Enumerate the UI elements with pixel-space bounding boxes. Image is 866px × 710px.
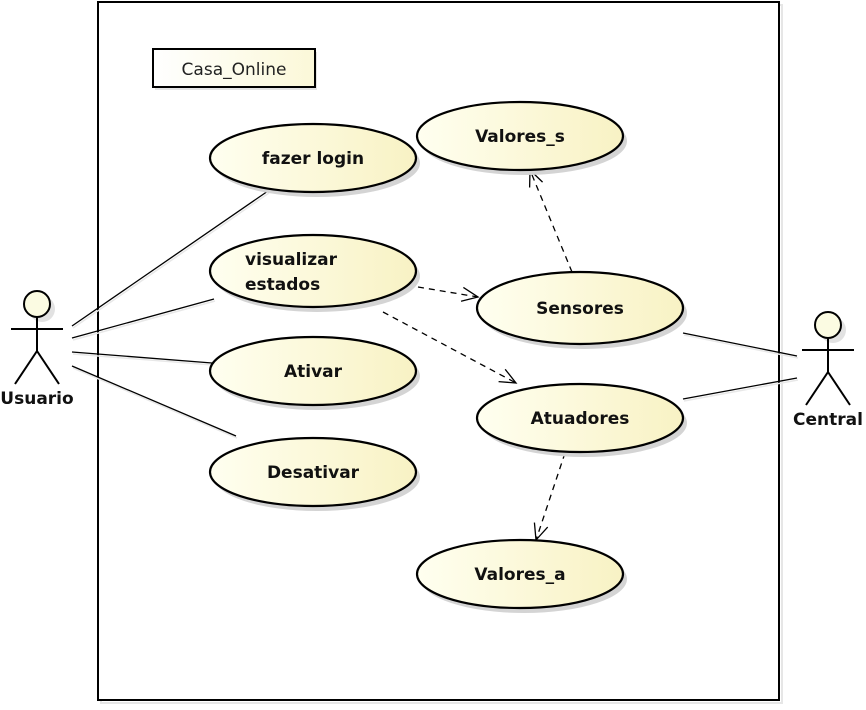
use-case-ativar[interactable]: Ativar bbox=[208, 335, 420, 410]
actor-head-icon bbox=[23, 290, 51, 318]
use-case-ellipse bbox=[208, 436, 418, 508]
actor-label: Central bbox=[793, 410, 863, 430]
use-case-ellipse bbox=[415, 538, 625, 610]
system-name-box[interactable]: Casa_Online bbox=[152, 48, 317, 90]
use-case-sensores[interactable]: Sensores bbox=[475, 270, 687, 349]
use-case-label: Valores_s bbox=[475, 127, 565, 147]
system-name: Casa_Online bbox=[182, 60, 287, 80]
use-case-ellipse bbox=[475, 270, 685, 346]
arrowhead-icon bbox=[498, 368, 518, 384]
dependency-visualizar_estados-sensores[interactable] bbox=[417, 286, 480, 302]
use-case-label: Desativar bbox=[267, 463, 360, 483]
use-case-visualizar-estados[interactable]: visualizar estados bbox=[208, 233, 420, 312]
use-case-ellipse bbox=[208, 335, 418, 407]
use-case-label: Valores_a bbox=[474, 565, 565, 585]
use-case-ellipse bbox=[208, 233, 418, 309]
use-case-fazer-login[interactable]: fazer login bbox=[208, 122, 420, 197]
dependency-visualizar_estados-atuadores[interactable] bbox=[382, 311, 518, 384]
use-case-label: fazer login bbox=[262, 149, 364, 169]
use-case-desativar[interactable]: Desativar bbox=[208, 436, 420, 511]
association-central-atuadores[interactable] bbox=[682, 377, 798, 400]
use-case-atuadores[interactable]: Atuadores bbox=[475, 382, 687, 457]
association-usuario-ativar[interactable] bbox=[71, 351, 213, 364]
actor-usuario[interactable]: Usuario bbox=[0, 290, 74, 409]
use-case-ellipse bbox=[415, 100, 625, 172]
use-case-label: Atuadores bbox=[531, 409, 630, 429]
actor-label: Usuario bbox=[0, 389, 73, 409]
use-case-label: Sensores bbox=[536, 299, 624, 319]
association-usuario-fazer_login[interactable] bbox=[71, 190, 269, 327]
arrowhead-icon bbox=[460, 286, 480, 302]
use-case-label: Ativar bbox=[284, 362, 343, 382]
association-central-sensores[interactable] bbox=[682, 332, 798, 357]
actor-central[interactable]: Central bbox=[793, 311, 863, 430]
use-case-ellipse bbox=[208, 122, 418, 194]
use-case-label: estados bbox=[245, 275, 320, 295]
use-case-valores-a[interactable]: Valores_a bbox=[415, 538, 627, 613]
association-usuario-visualizar_estados[interactable] bbox=[71, 298, 215, 339]
use-case-valores-s[interactable]: Valores_s bbox=[415, 100, 627, 175]
use-case-label: visualizar bbox=[245, 250, 338, 270]
association-usuario-desativar[interactable] bbox=[71, 365, 237, 437]
use-case-ellipse bbox=[475, 382, 685, 454]
actor-head-icon bbox=[814, 311, 842, 339]
